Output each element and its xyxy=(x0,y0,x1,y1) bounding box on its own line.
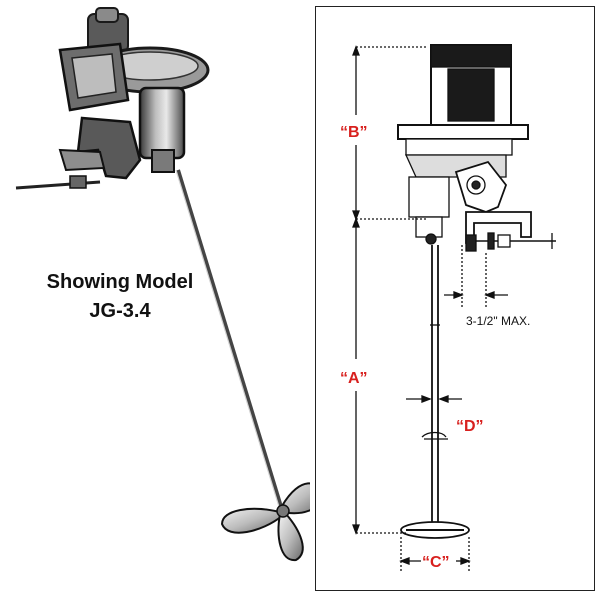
dimension-label-d: “D” xyxy=(456,418,484,435)
max-width-note: 3-1/2" MAX. xyxy=(466,314,530,328)
mounting-flange xyxy=(397,124,529,140)
dimension-label-c: “C” xyxy=(422,554,450,571)
dimension-drawing: “B” “A” “D” “C” 3-1/2" MAX. xyxy=(340,44,556,572)
caption-line-1: Showing Model xyxy=(46,271,194,293)
model-caption: Showing Model JG-3.4 xyxy=(20,268,220,326)
dimension-drawing-panel: “B” “A” “D” “C” 3-1/2" MAX. xyxy=(315,6,595,591)
mixer-photo-illustration xyxy=(15,7,310,562)
gear-housing xyxy=(408,176,450,218)
propeller xyxy=(220,482,310,562)
dimension-label-a: “A” xyxy=(340,370,368,387)
dimension-label-b: “B” xyxy=(340,124,368,141)
caption-line-2: JG-3.4 xyxy=(89,300,151,322)
mounting-clamp xyxy=(15,116,142,190)
motor-assembly xyxy=(58,7,210,173)
mixer-shaft xyxy=(176,169,284,511)
